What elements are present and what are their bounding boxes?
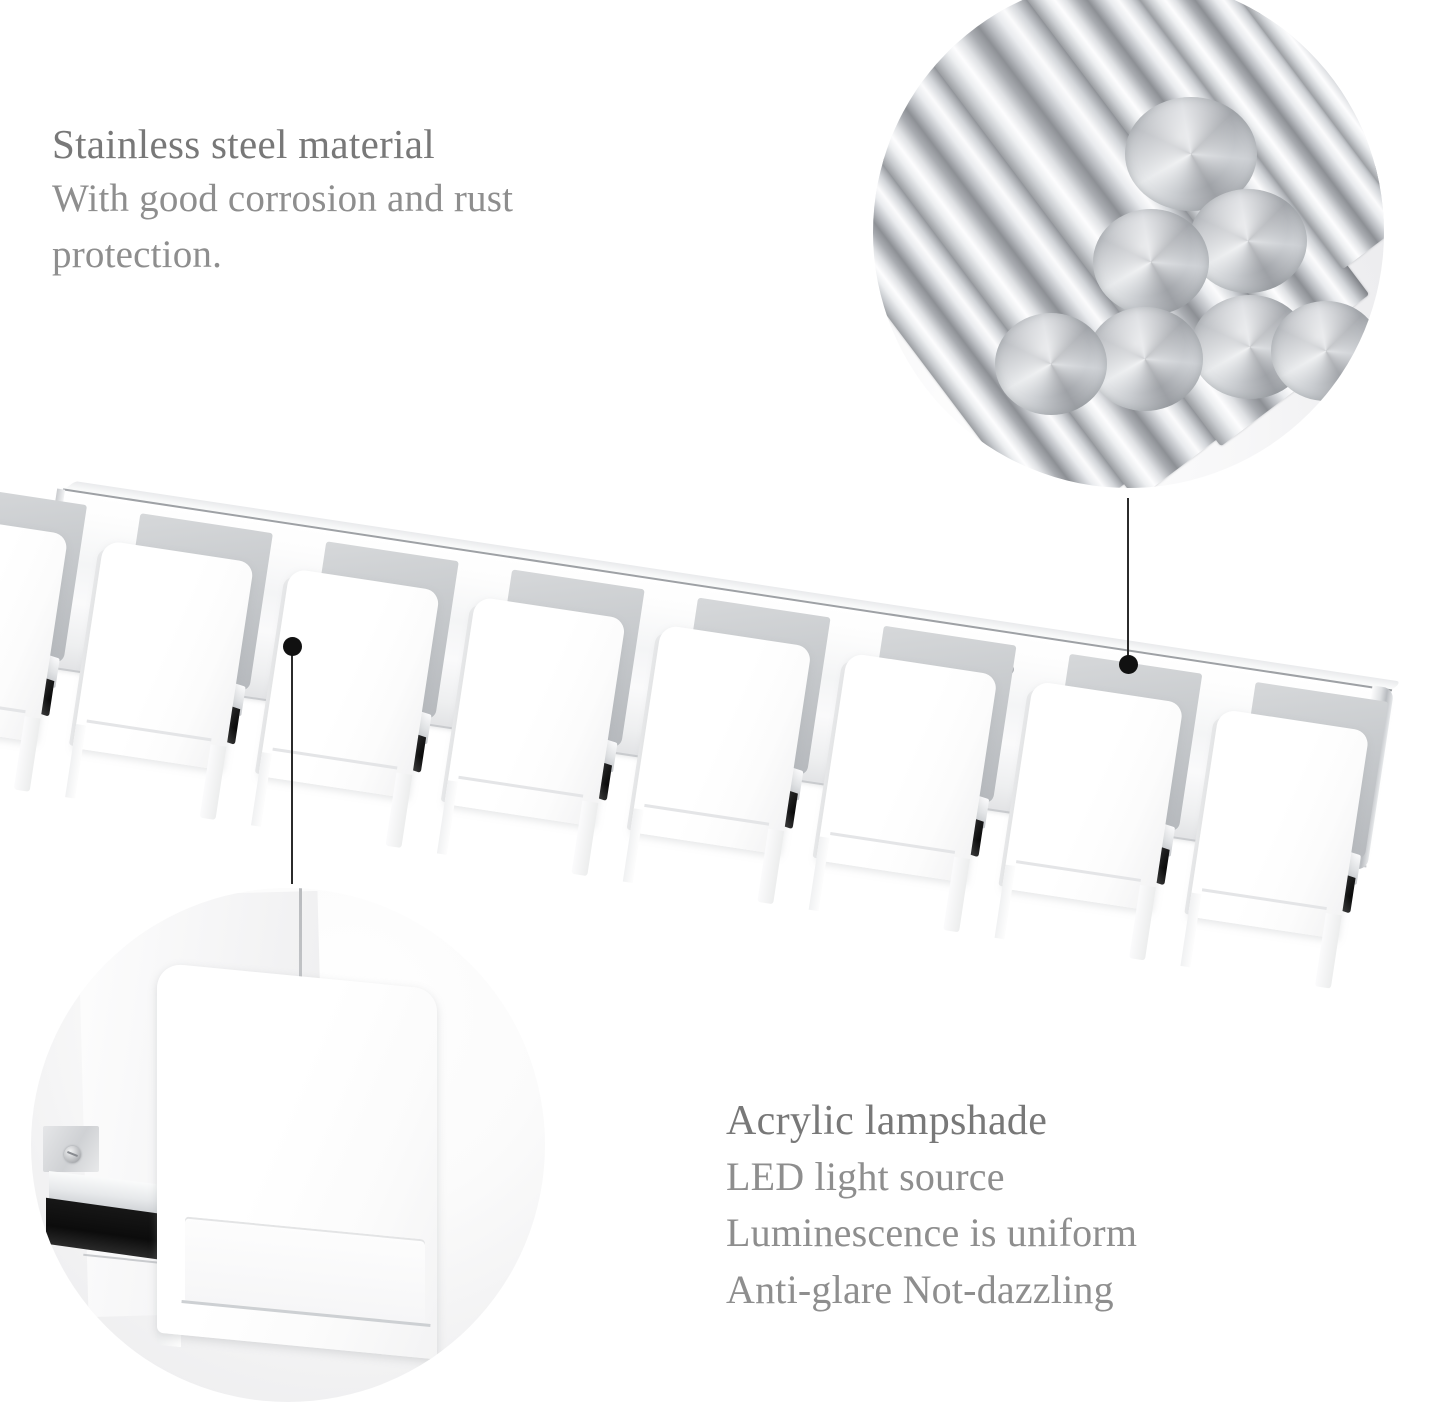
acrylic-shade: [630, 624, 812, 855]
acrylic-shade: [72, 540, 255, 771]
callout-leader-line-steel: [1127, 498, 1129, 663]
feature-line-stainless-1: With good corrosion and rust: [52, 177, 514, 221]
steel-rod-face-3: [1093, 209, 1209, 315]
acrylic-shade: [258, 568, 441, 799]
acrylic-shade: [1002, 680, 1184, 912]
inset-mounting-screw: [64, 1146, 81, 1163]
feature-text-acrylic-lampshade: Acrylic lampshade LED light source Lumin…: [726, 1094, 1137, 1319]
steel-rod-face-7: [995, 313, 1107, 415]
led-vanity-light-bar: [0, 452, 1445, 989]
acrylic-shade: [816, 652, 998, 883]
steel-rod-face-2: [1189, 189, 1307, 293]
callout-marker-dot-shade: [283, 637, 302, 656]
acrylic-lampshade-inset: [31, 888, 545, 1402]
callout-marker-dot-steel: [1119, 655, 1138, 674]
feature-text-stainless-steel: Stainless steel material With good corro…: [52, 118, 513, 282]
feature-line-acrylic-2: Luminescence is uniform: [726, 1210, 1138, 1256]
steel-rod-face-6: [1271, 301, 1381, 401]
feature-heading-acrylic-lampshade: Acrylic lampshade: [726, 1098, 1048, 1144]
feature-line-stainless-2: protection.: [52, 232, 223, 276]
feature-line-acrylic-3: Anti-glare Not-dazzling: [726, 1267, 1114, 1313]
steel-rod-face-1: [1125, 97, 1257, 211]
feature-line-acrylic-1: LED light source: [726, 1153, 1005, 1199]
acrylic-shade: [444, 596, 627, 827]
stainless-steel-rods-inset: [873, 0, 1384, 488]
acrylic-shade: [1187, 708, 1370, 940]
callout-leader-line-shade: [291, 652, 293, 884]
feature-heading-stainless-steel: Stainless steel material: [52, 121, 435, 167]
